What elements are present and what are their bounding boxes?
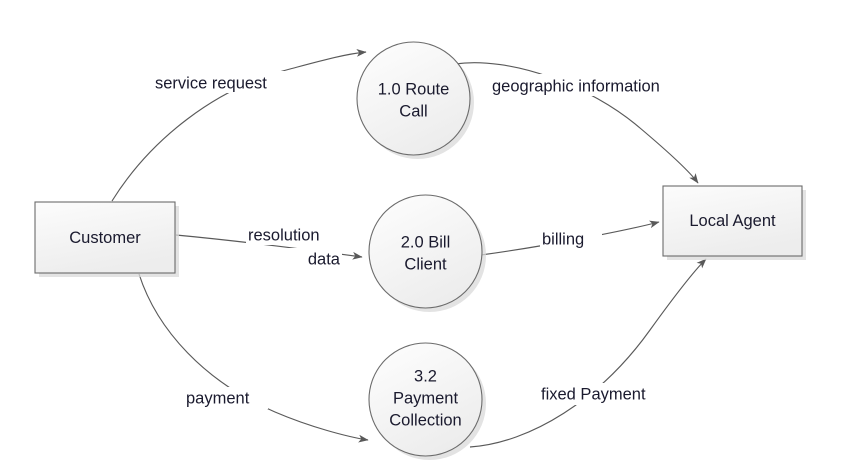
- service-request-label-bg: [152, 71, 298, 93]
- local-agent-label: Local Agent: [689, 212, 776, 230]
- flow-arrow-fixed-payment: [469, 258, 707, 448]
- fixed-payment-label-bg: [538, 383, 672, 405]
- billing-label: billing: [542, 230, 584, 248]
- resolution-data-label-line2: data: [308, 250, 341, 268]
- process-payment-collection[interactable]: 3.2 Payment Collection: [368, 342, 486, 460]
- customer-label: Customer: [69, 229, 141, 247]
- payment-collection-label-line3: Collection: [389, 411, 461, 429]
- flow-label-resolution-data: resolution data: [246, 224, 346, 269]
- service-request-label: service request: [155, 74, 267, 92]
- payment-collection-label-line2: Payment: [393, 389, 459, 407]
- route-call-label-line2: Call: [399, 102, 427, 120]
- fixed-payment-label: fixed Payment: [541, 385, 646, 403]
- route-call-label-line1: 1.0 Route: [378, 80, 450, 98]
- flow-arrow-resolution-data: [175, 234, 363, 260]
- customer-box[interactable]: [34, 201, 176, 274]
- flow-label-service-request: service request: [152, 71, 298, 93]
- payment-label-bg: [184, 387, 268, 409]
- route-call-circle[interactable]: [356, 41, 471, 156]
- payment-collection-circle[interactable]: [368, 342, 483, 457]
- resolution-data-label-line1: resolution: [248, 226, 320, 244]
- entity-local-agent[interactable]: Local Agent: [662, 185, 806, 260]
- flow-label-fixed-payment: fixed Payment: [538, 383, 672, 405]
- geographic-information-label-bg: [489, 74, 697, 96]
- entity-customer[interactable]: Customer: [34, 201, 179, 277]
- process-route-call[interactable]: 1.0 Route Call: [356, 41, 474, 159]
- geographic-information-label: geographic information: [492, 77, 660, 95]
- flow-label-billing: billing: [540, 228, 602, 250]
- local-agent-box[interactable]: [662, 185, 803, 257]
- payment-label: payment: [186, 389, 250, 407]
- bill-client-label-line2: Client: [404, 255, 447, 273]
- flow-arrow-payment: [138, 273, 369, 443]
- process-bill-client[interactable]: 2.0 Bill Client: [368, 194, 486, 312]
- billing-label-bg: [540, 228, 602, 250]
- bill-client-circle[interactable]: [368, 194, 483, 309]
- payment-collection-label-line1: 3.2: [414, 367, 437, 385]
- flow-label-geographic-information: geographic information: [489, 74, 697, 96]
- flow-label-payment: payment: [184, 387, 268, 409]
- data-label-bg: [280, 248, 342, 269]
- resolution-label-bg: [246, 224, 346, 245]
- bill-client-label-line1: 2.0 Bill: [401, 233, 451, 251]
- flow-arrow-geographic-information: [454, 62, 699, 184]
